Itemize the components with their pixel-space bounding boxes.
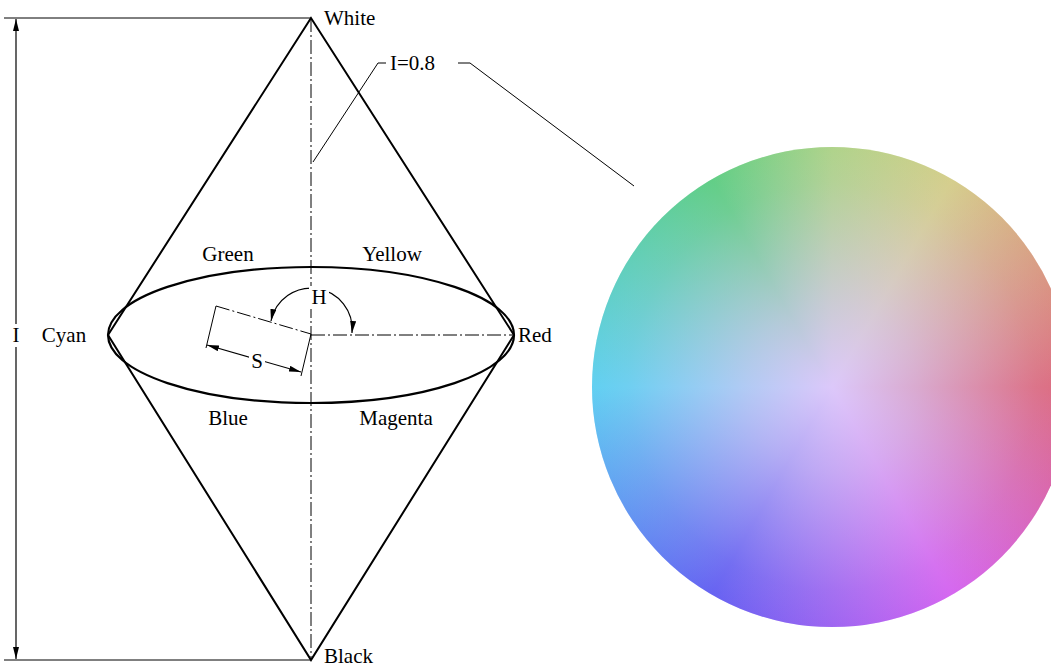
color-wheel xyxy=(592,147,1051,627)
label-text: Green xyxy=(200,243,255,266)
saturation-tint xyxy=(592,147,1051,627)
intensity-axis xyxy=(311,18,312,660)
label-text: Magenta xyxy=(357,407,434,430)
hue-reference-axis xyxy=(311,335,514,336)
label-text: I xyxy=(11,324,22,347)
extension-line xyxy=(206,306,216,348)
extension-line xyxy=(301,334,311,376)
extension-line xyxy=(4,18,311,19)
label-text: Yellow xyxy=(360,243,424,266)
label-text: Blue xyxy=(206,407,250,430)
label-text: Black xyxy=(322,645,375,668)
label-text: Red xyxy=(516,324,554,347)
cone-outline xyxy=(108,18,514,660)
saturation-dimension xyxy=(207,345,301,372)
extension-line xyxy=(4,660,311,661)
label-text: Cyan xyxy=(40,324,88,347)
leader-line xyxy=(458,63,634,186)
leader-line xyxy=(313,63,386,162)
label-text: I=0.8 xyxy=(388,52,437,75)
label-text: H xyxy=(309,286,328,309)
saturation-radius xyxy=(216,306,311,334)
label-text: White xyxy=(322,7,377,30)
label-text: S xyxy=(249,350,265,373)
